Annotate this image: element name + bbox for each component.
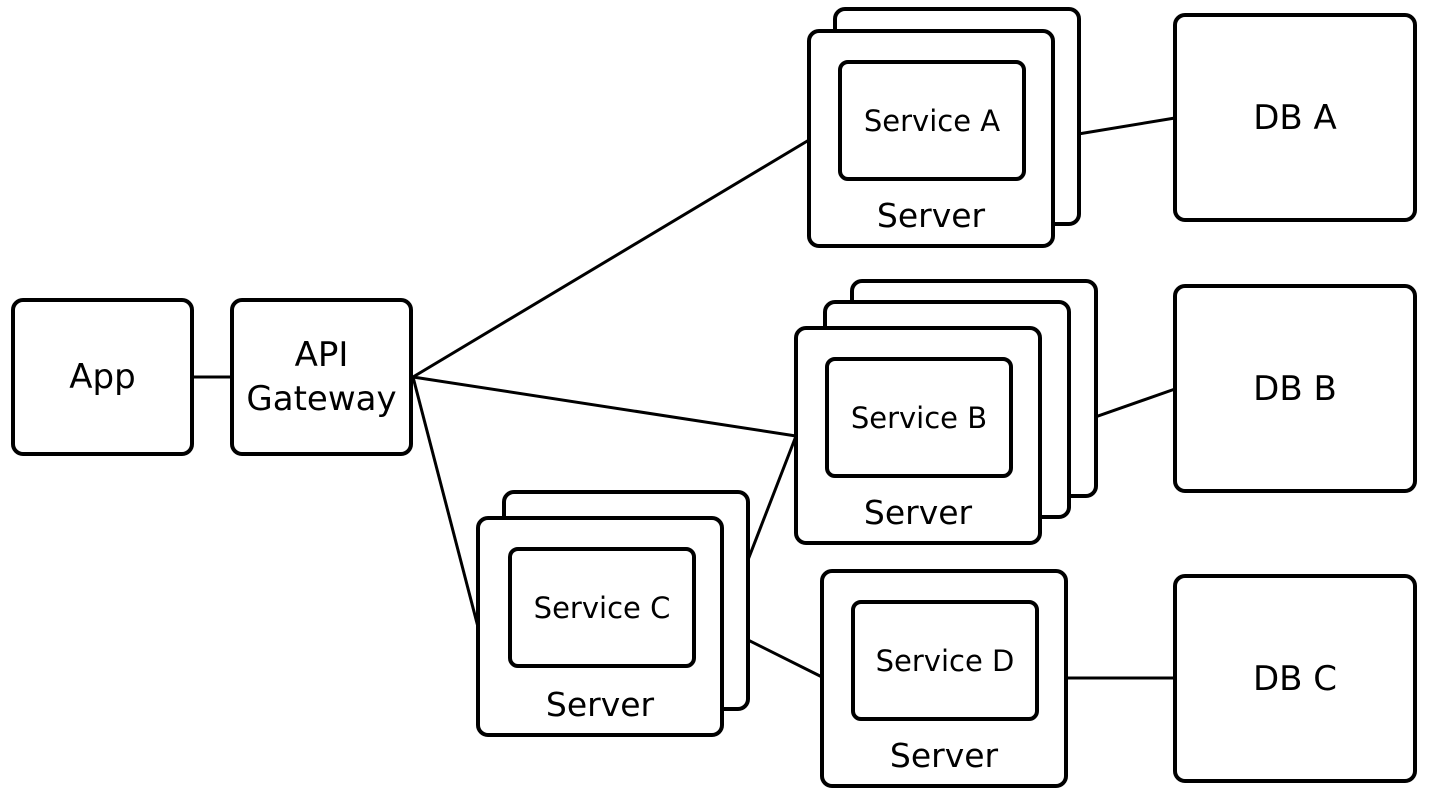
db-a-label: DB A (1253, 97, 1337, 138)
api-gateway-label-line2: Gateway (246, 379, 397, 419)
service-b-node: Service B (825, 357, 1013, 478)
server-a-node: Service A Server (807, 29, 1055, 248)
service-d-node: Service D (851, 600, 1039, 721)
service-a-node: Service A (838, 60, 1026, 181)
server-c-node: Service C Server (476, 516, 724, 737)
db-b-label: DB B (1253, 368, 1337, 409)
api-gateway-label-line1: API (294, 335, 349, 375)
server-d-label: Server (889, 736, 999, 775)
server-b-node: Service B Server (794, 326, 1042, 545)
app-label: App (69, 357, 136, 397)
db-a-node: DB A (1173, 13, 1417, 222)
server-a-label: Server (876, 196, 986, 235)
api-gateway-node: API Gateway (230, 298, 413, 456)
server-d-node: Service D Server (820, 569, 1068, 788)
server-c-label: Server (545, 685, 655, 724)
service-c-label: Service C (533, 590, 671, 625)
db-b-node: DB B (1173, 284, 1417, 493)
service-b-label: Service B (850, 400, 988, 435)
db-c-node: DB C (1173, 574, 1417, 783)
edge-gateway-server-b (412, 375, 797, 438)
edge-gateway-server-a (412, 138, 810, 379)
edge-gateway-server-c (411, 376, 480, 628)
service-c-node: Service C (508, 547, 696, 668)
server-b-label: Server (863, 493, 973, 532)
service-d-label: Service D (875, 643, 1015, 678)
app-node: App (11, 298, 194, 456)
db-c-label: DB C (1252, 658, 1338, 699)
service-a-label: Service A (863, 103, 1001, 138)
